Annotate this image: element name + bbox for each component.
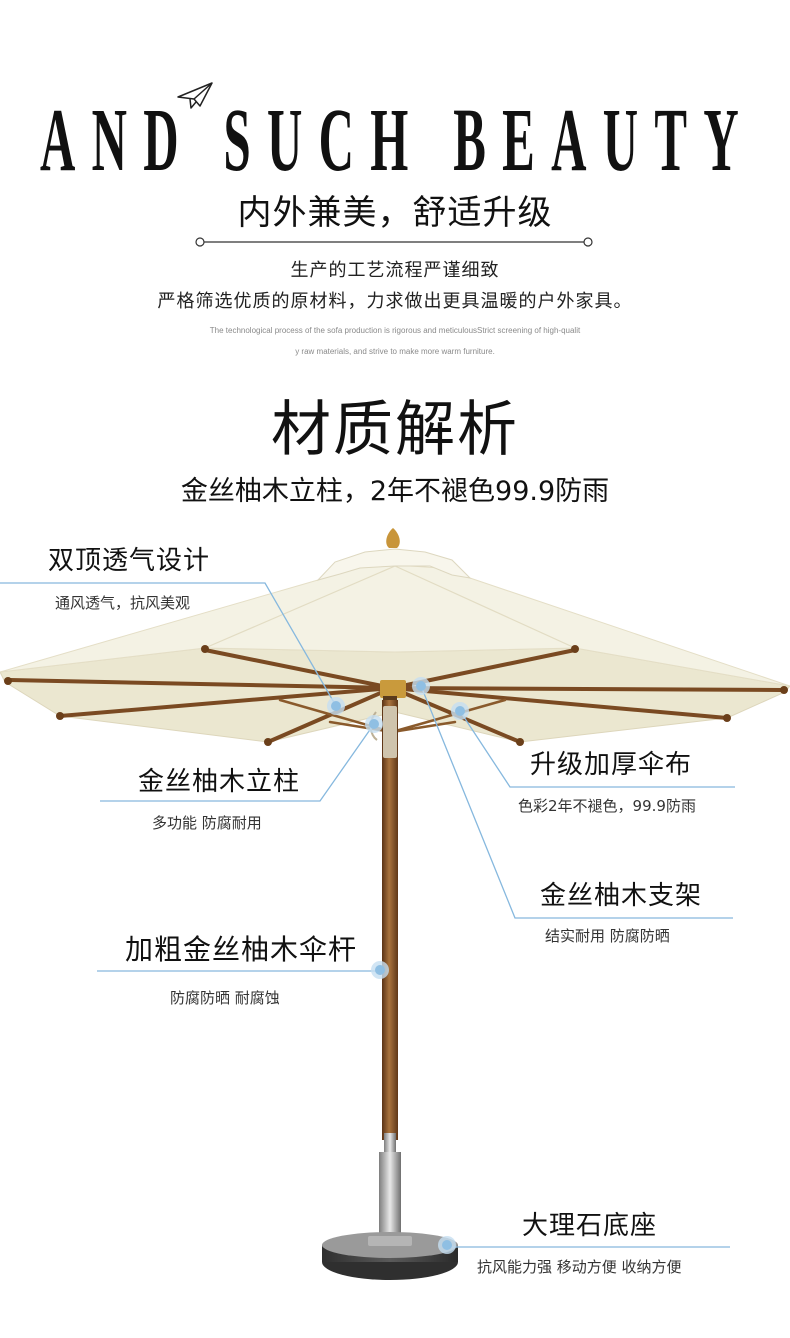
callout-title-vent: 双顶透气设计 [48,546,211,576]
canopy-seams [204,565,576,649]
callout-detail-base: 抗风能力强 移动方便 收纳方便 [477,1258,682,1276]
callout-detail-vent: 通风透气，抗风美观 [55,594,191,612]
rope-wrap [383,706,397,758]
umbrella-hub [380,680,406,698]
callout-dot-fabric [451,702,469,720]
callout-line-post [100,723,375,802]
callout-detail-post: 多功能 防腐耐用 [152,814,262,832]
hero-description-line-1: 生产的工艺流程严谨细致 [290,260,500,281]
callout-title-fabric: 升级加厚伞布 [530,750,693,780]
callout-title-post: 金丝柚木立柱 [138,767,301,797]
hero-description-line-2: 严格筛选优质的原材料，力求做出更具温暖的户外家具。 [157,291,633,312]
divider [195,237,593,247]
callout-title-base: 大理石底座 [522,1211,658,1241]
hub-collar [383,696,397,702]
callout-detail-pole: 防腐防晒 耐腐蚀 [170,989,280,1007]
marble-base [322,1232,458,1280]
hero-description-en-line-2: y raw materials, and strive to make more… [295,347,495,356]
hero-subtitle: 内外兼美，舒适升级 [237,193,553,233]
section-subtitle: 金丝柚木立柱，2年不褪色99.9防雨 [180,476,610,507]
callout-dot-post [365,715,383,733]
hero-description-en-line-1: The technological process of the sofa pr… [209,326,581,335]
callout-dots [327,677,469,1254]
metal-sleeve-top [384,1133,396,1155]
callout-dot-pole [371,961,389,979]
paper-plane-icon [177,82,213,109]
callout-line-fabric [459,710,735,788]
callout-lines [0,582,735,1248]
finial [386,528,400,548]
vent-cap [316,548,472,581]
rib-tips [4,645,788,746]
callout-detail-frame: 结实耐用 防腐防晒 [545,927,670,945]
metal-sleeve [379,1152,401,1240]
callout-dot-frame [412,677,430,695]
umbrella-pole [382,700,398,1140]
callout-title-frame: 金丝柚木支架 [540,881,703,911]
callout-dot-base [438,1236,456,1254]
callout-dot-vent [327,697,345,715]
callout-line-vent [0,582,337,707]
hero-title: AND SUCH BEAUTY [40,91,755,190]
section-title: 材质解析 [271,395,519,465]
callout-line-frame [420,685,733,919]
callout-detail-fabric: 色彩2年不褪色，99.9防雨 [518,797,696,815]
callout-title-pole: 加粗金丝柚木伞杆 [125,933,358,966]
